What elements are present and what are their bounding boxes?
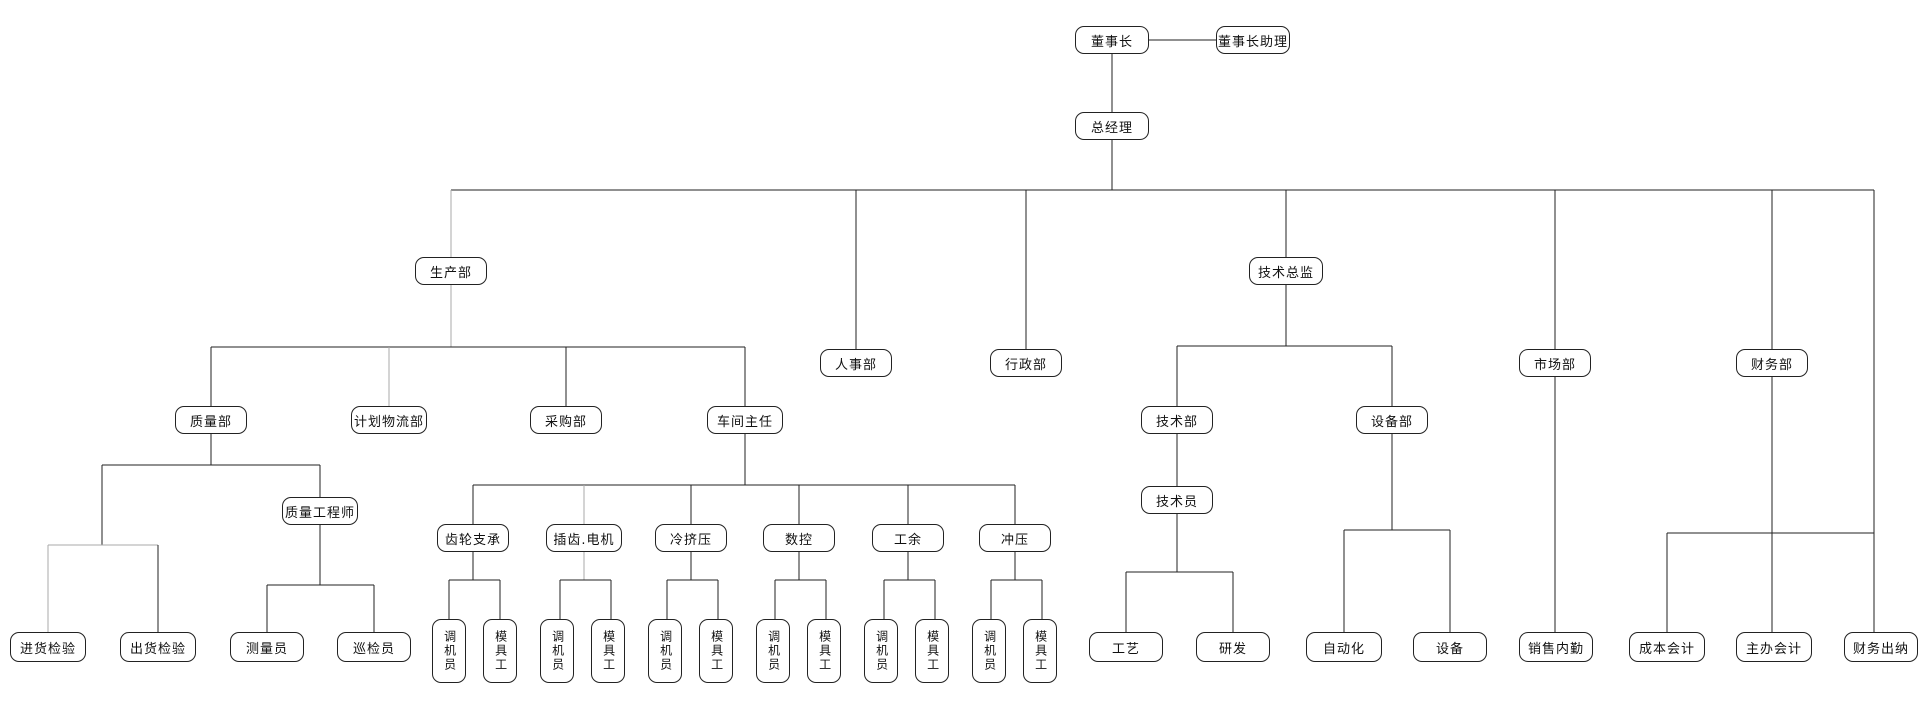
node-chief-accountant[interactable]: 主办会计 [1736,632,1812,662]
node-cost-accountant[interactable]: 成本会计 [1629,632,1705,662]
node-tool-adjuster[interactable]: 调机员 [864,619,898,683]
node-hr[interactable]: 人事部 [820,349,892,377]
node-cnc[interactable]: 数控 [763,524,835,552]
node-workshop[interactable]: 车间主任 [707,406,783,434]
node-rnd[interactable]: 研发 [1196,632,1270,662]
node-tech-dept[interactable]: 技术部 [1141,406,1213,434]
node-market[interactable]: 市场部 [1519,349,1591,377]
node-sales-internal[interactable]: 销售内勤 [1519,632,1593,662]
node-gear-bearing-adjuster[interactable]: 调机员 [432,619,466,683]
node-production[interactable]: 生产部 [415,257,487,285]
node-purchasing[interactable]: 采购部 [530,406,602,434]
node-gear-bearing-mold[interactable]: 模具工 [483,619,517,683]
node-punch-mold[interactable]: 模具工 [1023,619,1057,683]
node-planning[interactable]: 计划物流部 [351,406,427,434]
node-gear-shaper-mold[interactable]: 模具工 [591,619,625,683]
node-quality-engineer[interactable]: 质量工程师 [282,497,358,525]
node-technician[interactable]: 技术员 [1141,486,1213,514]
node-automation[interactable]: 自动化 [1306,632,1382,662]
node-general-manager[interactable]: 总经理 [1075,112,1149,140]
node-finance[interactable]: 财务部 [1736,349,1808,377]
node-tool[interactable]: 工余 [872,524,944,552]
node-outgoing-inspection[interactable]: 出货检验 [120,632,196,662]
node-quality[interactable]: 质量部 [175,406,247,434]
node-admin[interactable]: 行政部 [990,349,1062,377]
node-chairman-assistant[interactable]: 董事长助理 [1216,26,1290,54]
node-equipment-design[interactable]: 设备 [1413,632,1487,662]
node-inspector[interactable]: 巡检员 [337,632,411,662]
node-process[interactable]: 工艺 [1089,632,1163,662]
node-tool-mold[interactable]: 模具工 [915,619,949,683]
node-measurer[interactable]: 测量员 [230,632,304,662]
node-cold-extrusion-adjuster[interactable]: 调机员 [648,619,682,683]
node-cnc-adjuster[interactable]: 调机员 [756,619,790,683]
node-cashier[interactable]: 财务出纳 [1844,632,1918,662]
node-equipment[interactable]: 设备部 [1356,406,1428,434]
node-cnc-mold[interactable]: 模具工 [807,619,841,683]
node-incoming-inspection[interactable]: 进货检验 [10,632,86,662]
node-punch-adjuster[interactable]: 调机员 [972,619,1006,683]
node-gear-shaper[interactable]: 插齿.电机 [546,524,622,552]
node-gear-bearing[interactable]: 齿轮支承 [437,524,509,552]
node-chairman[interactable]: 董事长 [1075,26,1149,54]
node-gear-shaper-adjuster[interactable]: 调机员 [540,619,574,683]
node-cold-extrusion-mold[interactable]: 模具工 [699,619,733,683]
node-cold-extrusion[interactable]: 冷挤压 [655,524,727,552]
node-punch[interactable]: 冲压 [979,524,1051,552]
node-tech-director[interactable]: 技术总监 [1249,257,1323,285]
